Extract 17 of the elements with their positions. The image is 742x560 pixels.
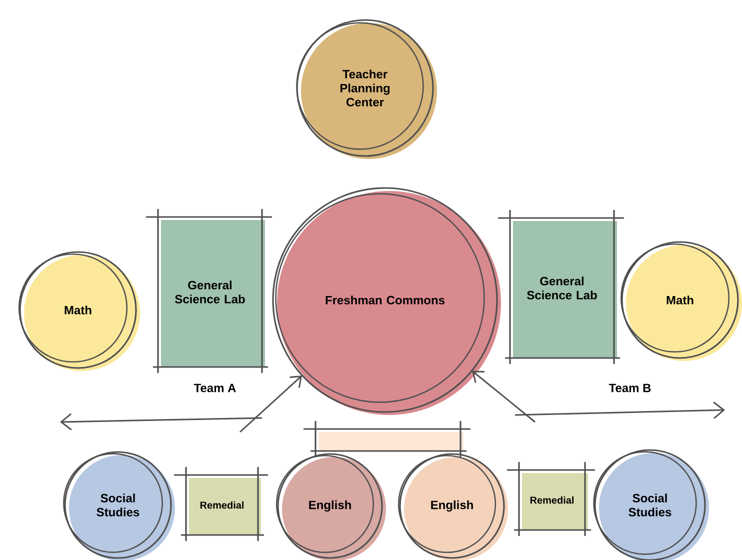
arrow [472,370,536,423]
circle-area: English [276,453,386,560]
room-box: General Science Lab [498,210,624,364]
circle-area: English [398,453,508,560]
circle-area: Social Studies [63,451,175,560]
circle-area: Social Studies [593,449,709,560]
circle-area: Freshman Commons [272,187,501,415]
team-label: Team B [608,384,651,392]
room-box: General Science Lab [146,209,272,373]
room-box: Remedial [174,467,268,541]
empty-box [304,421,470,457]
circle-area: Math [620,241,742,361]
circle-area: Math [18,251,140,371]
arrow [240,376,302,433]
circle-area: Teacher Planning Center [296,19,437,159]
room-box: Remedial [507,462,595,536]
team-label: Team A [194,384,236,392]
